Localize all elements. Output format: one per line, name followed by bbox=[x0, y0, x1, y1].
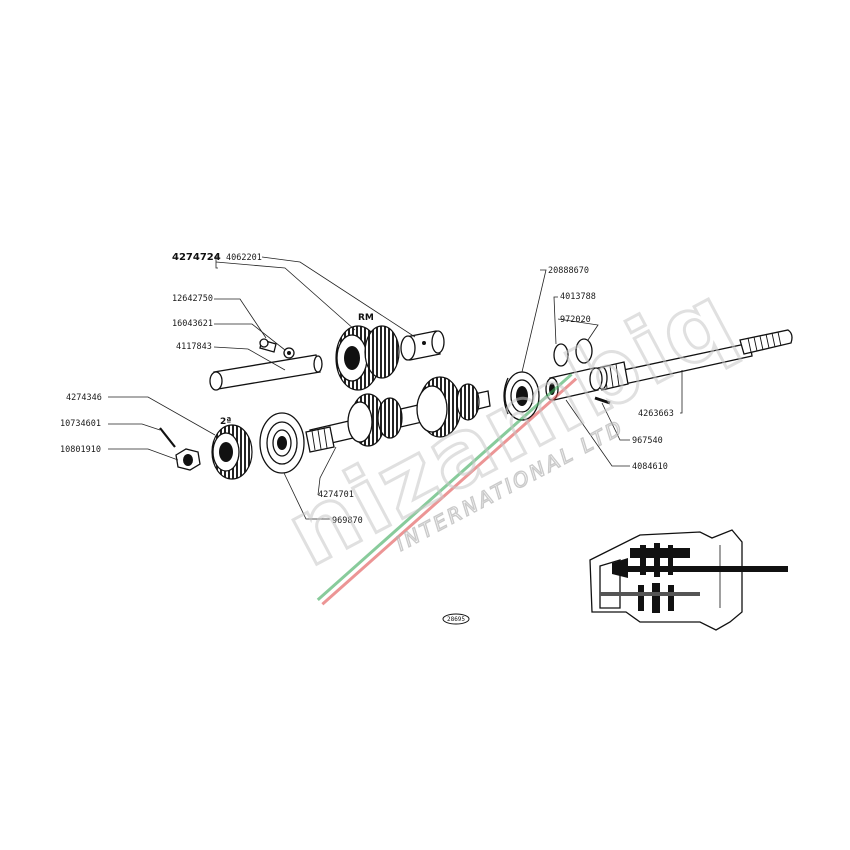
cluster-gear-drawing bbox=[305, 376, 491, 453]
leader-lines bbox=[108, 255, 683, 520]
screw-drawing bbox=[259, 338, 295, 359]
bearing-left-drawing bbox=[259, 412, 305, 474]
label-4274701: 4274701 bbox=[318, 490, 354, 500]
label-4274724: 4274724 bbox=[172, 252, 221, 263]
label-972020: 972020 bbox=[560, 315, 591, 325]
label-16043621: 16043621 bbox=[172, 319, 213, 329]
plate-number: 28695 bbox=[447, 616, 465, 623]
snap-rings-drawing bbox=[553, 338, 593, 367]
label-20888670: 20888670 bbox=[548, 266, 589, 276]
label-4084610: 4084610 bbox=[632, 462, 668, 472]
label-rm: RM bbox=[358, 313, 374, 323]
label-10801910: 10801910 bbox=[60, 445, 101, 455]
label-12642750: 12642750 bbox=[172, 294, 213, 304]
label-second: 2ª bbox=[220, 417, 231, 427]
plate-number-badge: 28695 bbox=[442, 613, 470, 625]
pin-drawing bbox=[594, 396, 611, 405]
label-4263663: 4263663 bbox=[638, 409, 674, 419]
nut-drawing bbox=[175, 448, 201, 471]
bearing-right-drawing bbox=[503, 371, 540, 421]
label-4274346: 4274346 bbox=[66, 393, 102, 403]
label-967540: 967540 bbox=[632, 436, 663, 446]
label-4117843: 4117843 bbox=[176, 342, 212, 352]
label-969870: 969870 bbox=[332, 516, 363, 526]
reverse-shaft-drawing bbox=[209, 354, 323, 391]
second-gear-drawing bbox=[211, 424, 253, 480]
bushing-drawing bbox=[400, 330, 445, 361]
reverse-gear-drawing bbox=[335, 325, 400, 391]
label-4062201: 4062201 bbox=[226, 253, 262, 263]
washer-drawing bbox=[159, 427, 176, 448]
label-10734601: 10734601 bbox=[60, 419, 101, 429]
gearbox-locator-thumbnail bbox=[589, 529, 788, 631]
label-4013788: 4013788 bbox=[560, 292, 596, 302]
